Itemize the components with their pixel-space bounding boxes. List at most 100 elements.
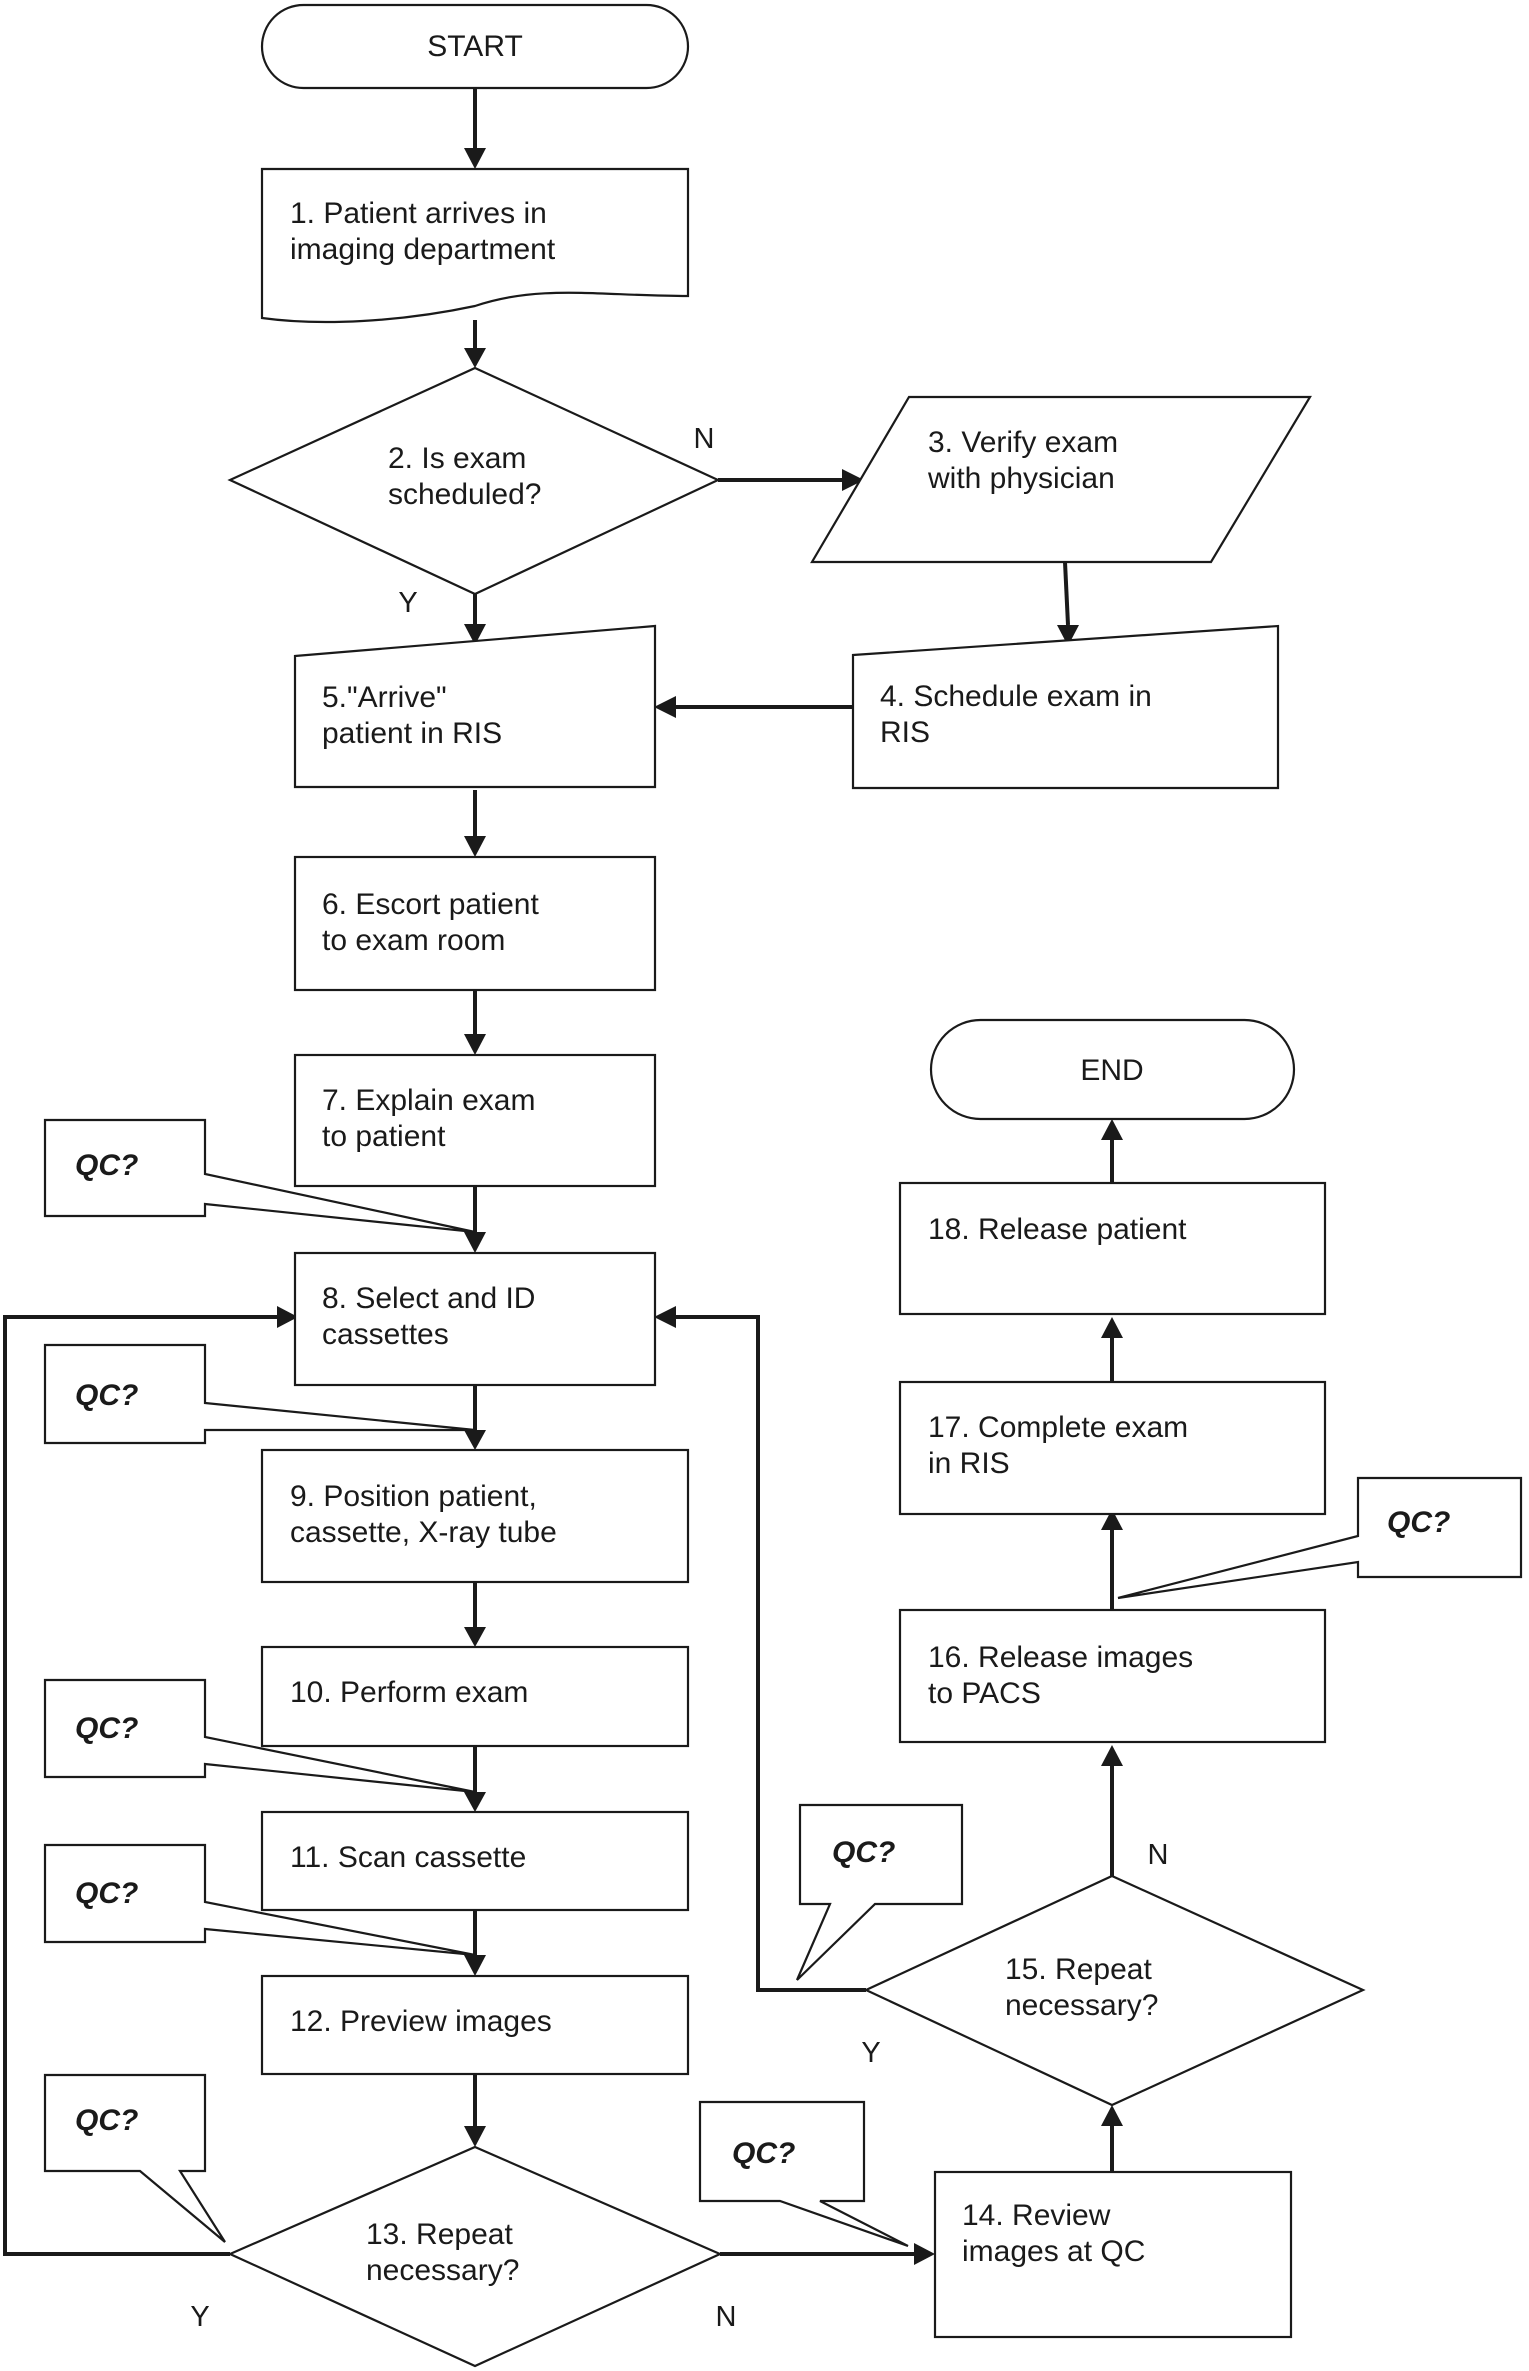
node-label-line: 16. Release images [928, 1641, 1193, 1674]
node-label-line: 5."Arrive" [322, 681, 447, 714]
qc-callout: QC? [43, 1843, 476, 1957]
decision-shape [227, 2145, 723, 2368]
decision-shape [863, 1874, 1366, 2107]
branch-label-no: N [1148, 1839, 1169, 1871]
arrowhead-down [1057, 625, 1079, 646]
node-label-line: 13. Repeat [366, 2218, 513, 2251]
node-label-line: in RIS [928, 1447, 1010, 1480]
node-5-manual-input: 5."Arrive"patient in RIS [293, 624, 657, 789]
callout-shape [43, 2073, 226, 2243]
manual-input-shape [293, 624, 657, 789]
node-label-line: 3. Verify exam [928, 426, 1118, 459]
process-box [260, 1448, 690, 1584]
arrowhead-left [654, 696, 676, 718]
document-shape [260, 167, 690, 324]
node-label-line: 14. Review [962, 2199, 1111, 2232]
qc-label: QC? [75, 1379, 138, 1412]
process-box [898, 1608, 1327, 1744]
node-label: 18. Release patient [928, 1213, 1187, 1246]
callout-shape [43, 1118, 476, 1234]
process-box [293, 1251, 657, 1387]
arrowhead-left [654, 1306, 676, 1328]
node-label-line: 12. Preview images [290, 2005, 552, 2038]
terminal-shape [260, 3, 690, 90]
node-label-line: cassette, X-ray tube [290, 1516, 557, 1549]
node-label-line: 11. Scan cassette [290, 1841, 526, 1874]
end-terminal: END [929, 1018, 1296, 1121]
node-label-line: to patient [322, 1120, 446, 1153]
process-box [260, 1645, 690, 1748]
callout-shape [698, 2100, 909, 2248]
node-label-line: 7. Explain exam [322, 1084, 535, 1117]
process-box [260, 1974, 690, 2076]
node-label-line: 9. Position patient, [290, 1480, 537, 1513]
qc-callout: QC? [698, 2100, 909, 2248]
qc-callout: QC? [43, 1118, 476, 1234]
branch-label-yes: Y [398, 587, 417, 619]
qc-label: QC? [732, 2137, 795, 2170]
qc-callout: QC? [795, 1803, 964, 1981]
arrowhead-up [1101, 1119, 1123, 1140]
connector-3-to-4 [1063, 561, 1070, 626]
callout-shape [43, 1843, 476, 1957]
node-label-line: to exam room [322, 924, 505, 957]
arrowhead-right [914, 2243, 935, 2265]
connector-15-loop-to-8 [676, 1315, 866, 1992]
node-label-line: necessary? [366, 2254, 519, 2287]
node-label-line: 4. Schedule exam in [880, 680, 1152, 713]
node-label-line: with physician [927, 462, 1115, 495]
manual-input-shape [851, 624, 1280, 790]
process-box [933, 2170, 1293, 2339]
arrowhead-down [464, 836, 486, 857]
process-box [293, 855, 657, 992]
connectors [3, 88, 1114, 2256]
arrowhead-right [842, 469, 864, 491]
branch-label-no: N [694, 423, 715, 455]
qc-callout: QC? [43, 2073, 226, 2243]
node-label-line: RIS [880, 716, 930, 749]
process-box [898, 1181, 1327, 1316]
connector-13-loop-to-8 [3, 1315, 277, 2256]
qc-label: QC? [75, 1712, 138, 1745]
node-label: 11. Scan cassette [290, 1841, 526, 1874]
node-11-process: 11. Scan cassette [260, 1810, 690, 1912]
arrowhead-up [1101, 1317, 1123, 1338]
arrowhead-up [1101, 1745, 1123, 1766]
qc-label: QC? [75, 1149, 138, 1182]
node-label: 5."Arrive"patient in RIS [322, 681, 502, 750]
arrowhead-down [464, 1627, 486, 1647]
node-label-line: 10. Perform exam [290, 1676, 528, 1709]
node-label-line: scheduled? [388, 478, 541, 511]
node-label-line: imaging department [290, 233, 556, 266]
node-label-line: 15. Repeat [1005, 1953, 1152, 1986]
callout-shape [43, 1678, 476, 1794]
node-label-line: 6. Escort patient [322, 888, 539, 921]
callout-shape [1117, 1476, 1523, 1600]
decision-shape [227, 366, 721, 596]
node-label-line: 17. Complete exam [928, 1411, 1188, 1444]
arrowhead-right [277, 1306, 298, 1328]
arrowhead-down [464, 624, 486, 645]
node-10-process: 10. Perform exam [260, 1645, 690, 1748]
arrowhead-down [464, 1955, 486, 1976]
node-12-process: 12. Preview images [260, 1974, 690, 2076]
start-label: START [427, 30, 523, 63]
terminal-shape [929, 1018, 1296, 1121]
